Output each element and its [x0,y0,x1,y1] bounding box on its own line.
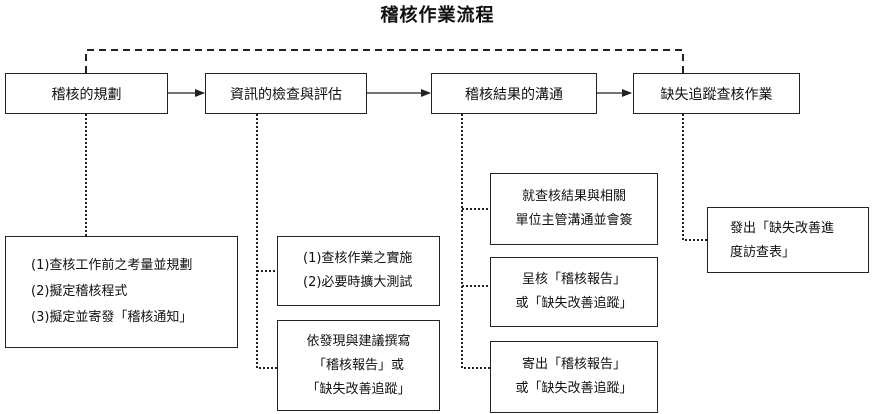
step-communication-label: 稽核結果的溝通 [465,86,563,103]
step-planning: 稽核的規劃 [5,73,168,114]
report-writing-line-2: 「稽核報告」或 [312,357,404,373]
step-followup: 缺失追蹤查核作業 [633,73,800,114]
report-writing-line-1: 依發現與建議撰寫 [306,333,411,349]
diagram-title: 稽核作業流程 [380,5,495,26]
step-communication: 稽核結果的溝通 [431,73,597,114]
inspection-details: (1)查核作業之實施 (2)必要時擴大測試 [277,236,440,306]
dotted-communication [461,114,490,369]
communication-submit: 呈核「稽核報告」 或「缺失改善追蹤」 [490,257,658,327]
followup-detail-line-1: 發出「缺失改善進 [730,221,835,236]
communication-submit-line-1: 呈核「稽核報告」 [521,272,626,287]
inspection-detail-1: (1)查核作業之實施 [303,251,413,266]
dotted-inspection [256,114,277,369]
step-inspection: 資訊的檢查與評估 [205,73,367,114]
communication-submit-line-2: 或「缺失改善追蹤」 [515,296,633,311]
planning-detail-1: (1)查核工作前之考量並規劃 [31,258,193,273]
planning-detail-3: (3)擬定並寄發「稽核通知」 [31,310,193,325]
step-followup-label: 缺失追蹤查核作業 [660,86,773,103]
feedback-loop-dashed [85,49,684,73]
communication-discuss-line-1: 就查核結果與相關 [521,189,626,204]
communication-send-line-1: 寄出「稽核報告」 [521,357,626,372]
planning-details: (1)查核工作前之考量並規劃 (2)擬定稽核程式 (3)擬定並寄發「稽核通知」 [5,236,238,348]
communication-send-line-2: 或「缺失改善追蹤」 [515,381,633,396]
report-writing-line-3: 「缺失改善追蹤」 [306,381,411,397]
planning-detail-2: (2)擬定稽核程式 [31,284,128,299]
dotted-followup [682,114,707,241]
step-planning-label: 稽核的規劃 [51,86,122,103]
communication-send: 寄出「稽核報告」 或「缺失改善追蹤」 [490,341,658,413]
communication-discuss-line-2: 單位主管溝通並會簽 [515,213,633,228]
followup-details: 發出「缺失改善進 度訪查表」 [707,207,869,273]
step-inspection-label: 資訊的檢查與評估 [230,86,342,103]
inspection-detail-2: (2)必要時擴大測試 [303,275,413,290]
communication-discuss: 就查核結果與相關 單位主管溝通並會簽 [490,173,658,245]
followup-detail-line-2: 度訪查表」 [730,245,796,260]
report-writing-details: 依發現與建議撰寫 「稽核報告」或 「缺失改善追蹤」 [277,320,440,411]
